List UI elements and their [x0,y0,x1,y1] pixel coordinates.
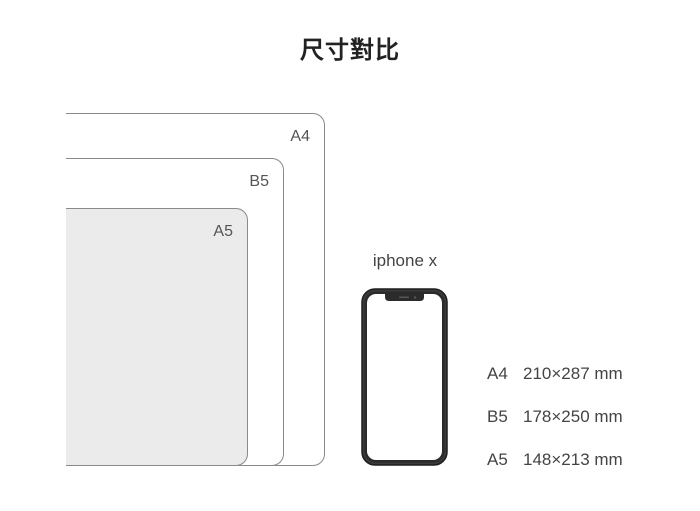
a5-sheet-label: A5 [213,223,233,240]
a4-sheet-label: A4 [290,128,310,145]
a5-sheet-outline: A5 [66,208,248,466]
spec-size: A4 [487,364,508,383]
b5-sheet-label: B5 [249,173,269,190]
spec-dims: 148×213 mm [523,450,623,469]
spec-row-b5: B5 178×250 mm [487,407,623,427]
spec-row-a4: A4 210×287 mm [487,364,623,384]
spec-size: B5 [487,407,508,426]
spec-dims: 210×287 mm [523,364,623,383]
spec-size: A5 [487,450,508,469]
iphone-icon [361,288,448,466]
page-title: 尺寸對比 [300,36,400,64]
spec-row-a5: A5 148×213 mm [487,450,623,470]
spec-dims: 178×250 mm [523,407,623,426]
phone-label: iphone x [372,251,438,270]
